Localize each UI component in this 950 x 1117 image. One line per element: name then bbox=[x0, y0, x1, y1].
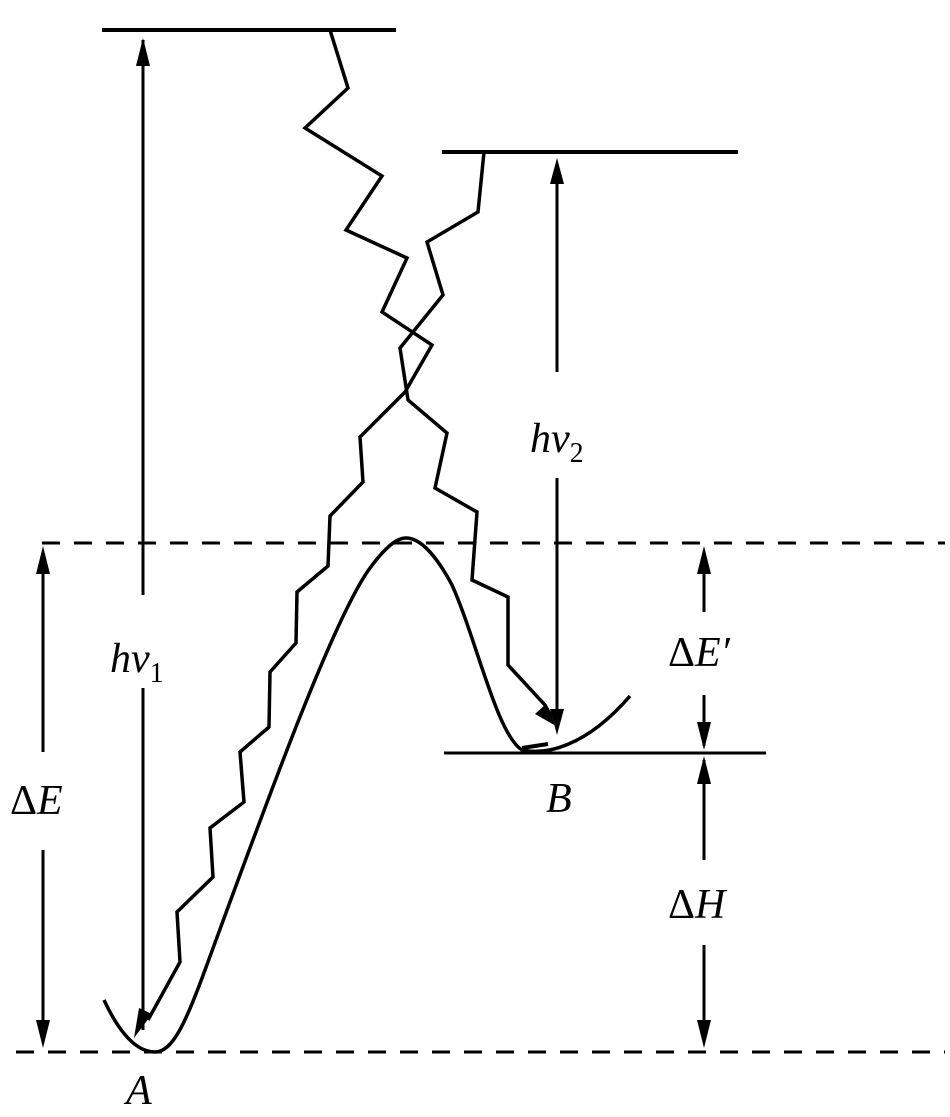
state-A-label: A bbox=[123, 1068, 152, 1114]
state-B-label: B bbox=[546, 776, 572, 822]
deltaEprime-arrowhead-top bbox=[697, 546, 711, 574]
deltaE-arrowhead-bottom bbox=[36, 1020, 50, 1048]
deltaH-arrowhead-top bbox=[697, 756, 711, 784]
hv1-label: hv1 bbox=[110, 636, 164, 689]
deltaE-label: ΔE bbox=[10, 778, 63, 824]
deltaE-arrowhead-top bbox=[36, 546, 50, 574]
hv2-arrowhead-bottom bbox=[550, 709, 564, 735]
potential-energy-curve bbox=[102, 536, 632, 1054]
hv1-arrowhead bbox=[136, 38, 150, 66]
deltaEprime-arrowhead-bottom bbox=[697, 722, 711, 750]
deltaEprime-label: ΔE′ bbox=[668, 630, 731, 676]
deltaH-arrowhead-bottom bbox=[697, 1020, 711, 1048]
zigzag-path-to-B bbox=[398, 151, 554, 719]
deltaH-label: ΔH bbox=[668, 882, 728, 928]
landing-stub-B bbox=[521, 742, 549, 750]
hv2-arrowhead-top bbox=[550, 158, 564, 184]
zigzag-path-to-A bbox=[146, 29, 435, 1021]
hv2-label: hv2 bbox=[530, 416, 584, 469]
zigzag-arrowhead-B bbox=[535, 704, 556, 726]
